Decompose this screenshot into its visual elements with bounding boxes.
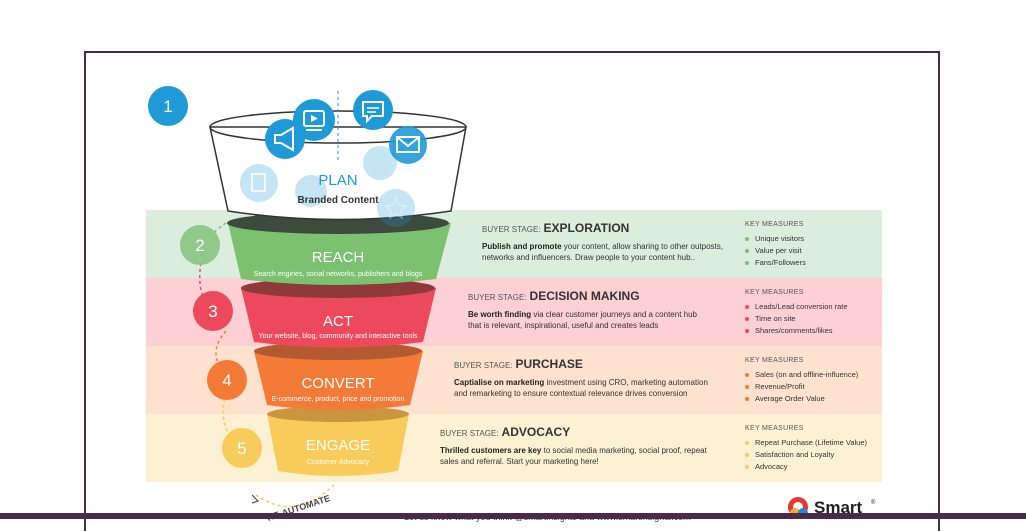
engage-subtitle: Customer Advocacy (307, 459, 370, 466)
row-decision-making: BUYER STAGE:DECISION MAKING Be worth fin… (468, 289, 708, 331)
step-3-number: 3 (208, 302, 217, 321)
measure-item: Repeat Purchase (Lifetime Value) (745, 437, 867, 449)
desc-text: via clear customer journeys and a conten… (468, 310, 697, 330)
step-4-circle (207, 360, 247, 400)
video-icon (293, 99, 335, 141)
desc-text: investment using CRO, marketing automati… (454, 378, 708, 398)
reach-title: REACH (312, 249, 365, 266)
act-subtitle: Your website, blog, community and intera… (259, 333, 418, 340)
step-3-circle (193, 291, 233, 331)
measure-item: Fans/Followers (745, 257, 806, 269)
stage-name: PURCHASE (515, 357, 583, 371)
row-purchase: BUYER STAGE:PURCHASE Captialise on marke… (454, 357, 714, 399)
step-5-number: 5 (237, 439, 246, 458)
stage-prefix: BUYER STAGE: (482, 225, 541, 234)
document-icon (240, 146, 415, 227)
key-measures-purchase: KEY MEASURES Sales (on and offline-influ… (745, 357, 858, 405)
mail-icon (389, 126, 427, 164)
key-measures-exploration: KEY MEASURES Unique visitors Value per v… (745, 221, 806, 269)
step-4-number: 4 (222, 371, 231, 390)
desc-lead: Publish and promote (482, 242, 562, 251)
funnel-engage (267, 414, 409, 476)
key-measures-decision-making: KEY MEASURES Leads/Lead conversion rate … (745, 289, 848, 337)
funnel-reach (228, 223, 451, 285)
measure-item: Shares/comments/likes (745, 325, 848, 337)
desc-lead: Thrilled customers are key (440, 446, 542, 455)
re-automate-arc (255, 482, 337, 508)
measure-item: Value per visit (745, 245, 806, 257)
step-5-circle (222, 428, 262, 468)
key-measures-label: KEY MEASURES (745, 289, 804, 296)
key-measures-label: KEY MEASURES (745, 425, 804, 432)
act-title: ACT (323, 313, 353, 330)
reach-subtitle: Search engines, social networks, publish… (254, 271, 423, 278)
desc-lead: Be worth finding (468, 310, 532, 319)
logo-text: Smart (814, 498, 863, 517)
funnel-convert-top (254, 342, 422, 360)
stage-prefix: BUYER STAGE: (468, 293, 527, 302)
step-2-circle (180, 225, 220, 265)
chat-icon (353, 90, 393, 130)
step-2-number: 2 (195, 236, 204, 255)
band-engage (146, 414, 882, 482)
arrow-icon (251, 494, 260, 504)
step-1-circle (148, 86, 188, 126)
megaphone-icon (265, 119, 305, 159)
row-advocacy: BUYER STAGE:ADVOCACY Thrilled customers … (440, 425, 710, 467)
desc-lead: Captialise on marketing (454, 378, 545, 387)
measure-item: Sales (on and offline-influence) (745, 369, 858, 381)
convert-subtitle: E-commerce, product, price and promotion (272, 396, 405, 403)
star-icon (384, 196, 408, 220)
stage-name: ADVOCACY (501, 425, 571, 439)
key-measures-label: KEY MEASURES (745, 357, 804, 364)
key-measures-label: KEY MEASURES (745, 221, 804, 228)
stage-name: DECISION MAKING (529, 289, 640, 303)
measure-item: Average Order Value (745, 393, 858, 405)
bottom-bar (0, 513, 1026, 519)
step-1-number: 1 (163, 97, 172, 116)
measure-item: Unique visitors (745, 233, 806, 245)
desc-text: to social media marketing, social proof,… (440, 446, 707, 466)
plan-title: PLAN (318, 172, 357, 189)
row-exploration: BUYER STAGE:EXPLORATION Publish and prom… (482, 221, 732, 263)
measure-item: Advocacy (745, 461, 867, 473)
funnel-diagram: PLAN Branded Content REACH Search engine… (148, 86, 467, 523)
infographic-page: PLAN Branded Content REACH Search engine… (84, 51, 940, 531)
measure-item: Revenue/Profit (745, 381, 858, 393)
plan-subtitle: Branded Content (297, 195, 379, 206)
smart-insights-logo: Smart ® (784, 491, 884, 528)
stage-name: EXPLORATION (543, 221, 630, 235)
logo-reg: ® (871, 499, 876, 506)
funnel-convert (254, 351, 423, 410)
stage-prefix: BUYER STAGE: (454, 361, 513, 370)
key-measures-advocacy: KEY MEASURES Repeat Purchase (Lifetime V… (745, 425, 867, 473)
measure-item: Time on site (745, 313, 848, 325)
measure-item: Leads/Lead conversion rate (745, 301, 848, 313)
stage-prefix: BUYER STAGE: (440, 429, 499, 438)
engage-title: ENGAGE (306, 437, 370, 454)
funnel-act (241, 288, 436, 348)
convert-title: CONVERT (301, 375, 374, 392)
funnel-engage-top (267, 406, 409, 422)
desc-text: your content, allow sharing to other out… (482, 242, 723, 262)
measure-item: Satisfaction and Loyalty (745, 449, 867, 461)
